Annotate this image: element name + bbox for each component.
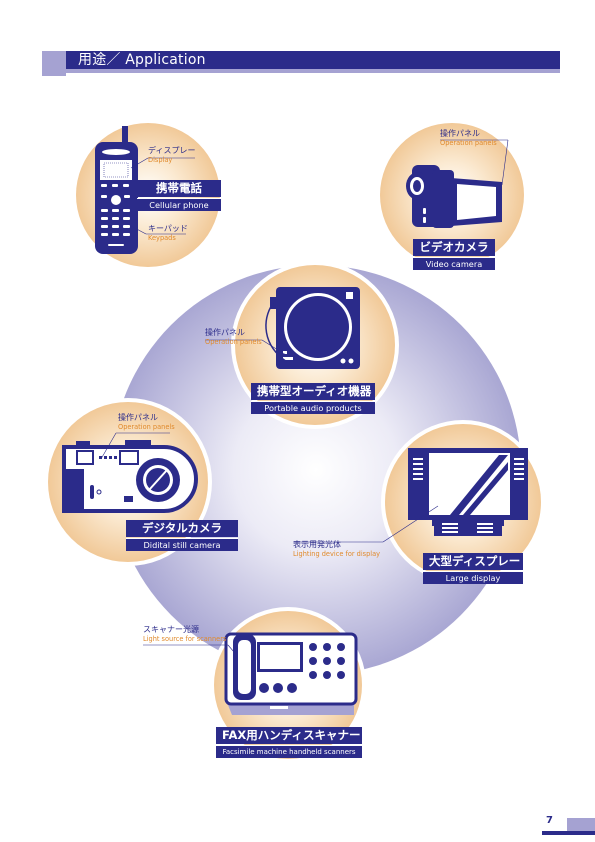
caption-title-jp: 携帯電話 — [137, 180, 221, 197]
caption-title-jp: 大型ディスプレー — [423, 553, 523, 570]
portable-audio-caption: 携帯型オーディオ機器 Portable audio products — [251, 383, 375, 414]
callout-label-en: Light source for scanners — [143, 635, 227, 643]
callout-label-en: Display — [148, 156, 173, 164]
header-underline — [66, 69, 560, 73]
section-title: 用途／ Application — [78, 52, 206, 68]
callout-label-jp: スキャナー光源 — [143, 625, 199, 634]
section-header: 用途／ Application — [42, 51, 560, 76]
callout-label-jp: 表示用発光体 — [293, 540, 341, 549]
fax-light-callout: スキャナー光源 Light source for scanners — [143, 625, 226, 644]
central-purple-glow — [111, 265, 521, 675]
video-panel-callout: 操作パネル Operation panels — [440, 129, 497, 148]
large-display-illustration — [293, 448, 528, 543]
caption-title-en: Portable audio products — [251, 401, 375, 414]
callout-label-en: Operation panels — [205, 338, 262, 346]
digital-camera-illustration — [62, 432, 198, 513]
cellular-phone-illustration — [95, 126, 195, 254]
digital-camera-caption: デジタルカメラ Didital still camera — [126, 520, 238, 551]
caption-title-en: Video camera — [413, 257, 495, 270]
cellular-keypad-callout: キーパッド Keypads — [148, 224, 188, 243]
video-camera-caption: ビデオカメラ Video camera — [413, 239, 495, 270]
large-display-caption: 大型ディスプレー Large display — [423, 553, 523, 584]
caption-title-en: Cellular phone — [137, 198, 221, 211]
audio-panel-callout: 操作パネル Operation panels — [205, 328, 262, 347]
callout-label-jp: 操作パネル — [118, 413, 158, 422]
fax-scanner-caption: FAX用ハンディスキャナー Facsimile machine handheld… — [216, 727, 362, 758]
page-number-block: 7 — [542, 815, 595, 842]
page-number-bar — [542, 831, 595, 835]
caption-title-en: Didital still camera — [126, 538, 238, 551]
portable-audio-illustration — [205, 287, 360, 369]
fax-scanner-illustration — [143, 632, 358, 715]
caption-title-jp: ビデオカメラ — [413, 239, 495, 256]
digital-panel-callout: 操作パネル Operation panels — [118, 413, 175, 432]
cellular-phone-caption: 携帯電話 Cellular phone — [137, 180, 221, 211]
callout-label-en: Operation panels — [440, 139, 497, 147]
video-camera-illustration — [406, 139, 509, 228]
caption-title-jp: デジタルカメラ — [126, 520, 238, 537]
callout-label-jp: ディスプレー — [148, 146, 196, 155]
callout-label-jp: 操作パネル — [440, 129, 480, 138]
header-accent-block — [42, 51, 66, 76]
header-bar — [66, 51, 560, 69]
caption-title-en: Large display — [423, 571, 523, 584]
callout-label-en: Operation panels — [118, 423, 175, 431]
caption-title-en: Facsimile machine handheld scanners — [216, 745, 362, 758]
callout-label-en: Keypads — [148, 234, 176, 242]
page-number: 7 — [546, 815, 553, 826]
caption-title-jp: FAX用ハンディスキャナー — [216, 727, 362, 744]
callout-label-jp: 操作パネル — [205, 328, 245, 337]
callout-label-en: Lighting device for display — [293, 550, 381, 558]
caption-title-jp: 携帯型オーディオ機器 — [251, 383, 375, 400]
cellular-display-callout: ディスプレー Display — [148, 146, 195, 165]
callout-label-jp: キーパッド — [148, 224, 188, 233]
page-number-accent — [567, 818, 595, 831]
display-light-callout: 表示用発光体 Lighting device for display — [293, 540, 380, 559]
